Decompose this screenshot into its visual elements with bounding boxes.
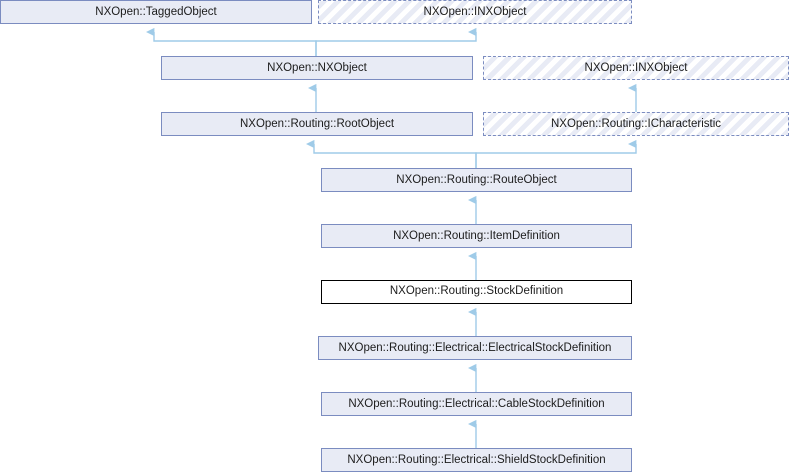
class-node-icharacteristic[interactable]: NXOpen::Routing::ICharacteristic: [483, 112, 789, 136]
class-node-label: NXOpen::Routing::Electrical::CableStockD…: [348, 398, 605, 410]
class-node-cablestockdefinition[interactable]: NXOpen::Routing::Electrical::CableStockD…: [321, 392, 632, 416]
edge-routeobject-to-rootobject: [306, 139, 477, 168]
class-node-label: NXOpen::Routing::Electrical::ElectricalS…: [338, 342, 612, 354]
edge-nxobject-to-inxobject-top: [315, 27, 477, 56]
class-node-nxobject[interactable]: NXOpen::NXObject: [161, 56, 473, 80]
class-node-label: NXOpen::NXObject: [267, 62, 367, 74]
class-node-label: NXOpen::INXObject: [423, 6, 527, 18]
class-node-label: NXOpen::Routing::RouteObject: [396, 174, 557, 186]
class-node-stockdefinition[interactable]: NXOpen::Routing::StockDefinition: [321, 280, 632, 304]
class-node-label: NXOpen::Routing::RootObject: [239, 118, 395, 130]
class-node-shieldstockdefinition[interactable]: NXOpen::Routing::Electrical::ShieldStock…: [321, 448, 632, 472]
edge-nxobject-to-taggedobject: [146, 27, 317, 56]
class-node-electricalstockdefinition[interactable]: NXOpen::Routing::Electrical::ElectricalS…: [318, 336, 632, 360]
class-node-itemdefinition[interactable]: NXOpen::Routing::ItemDefinition: [321, 224, 632, 248]
class-node-routeobject[interactable]: NXOpen::Routing::RouteObject: [321, 168, 632, 192]
class-node-taggedobject[interactable]: NXOpen::TaggedObject: [0, 0, 312, 24]
class-node-label: NXOpen::Routing::Electrical::ShieldStock…: [347, 454, 606, 466]
class-node-label: NXOpen::INXObject: [584, 62, 688, 74]
class-node-label: NXOpen::Routing::ICharacteristic: [550, 118, 722, 130]
edge-routeobject-to-icharacteristic: [475, 139, 637, 168]
class-node-inxobject-top[interactable]: NXOpen::INXObject: [318, 0, 632, 24]
class-node-rootobject[interactable]: NXOpen::Routing::RootObject: [161, 112, 473, 136]
class-node-label: NXOpen::Routing::StockDefinition: [389, 285, 564, 297]
class-node-label: NXOpen::Routing::ItemDefinition: [393, 230, 560, 242]
class-node-inxobject-mid[interactable]: NXOpen::INXObject: [483, 56, 789, 80]
class-node-label: NXOpen::TaggedObject: [95, 6, 217, 18]
